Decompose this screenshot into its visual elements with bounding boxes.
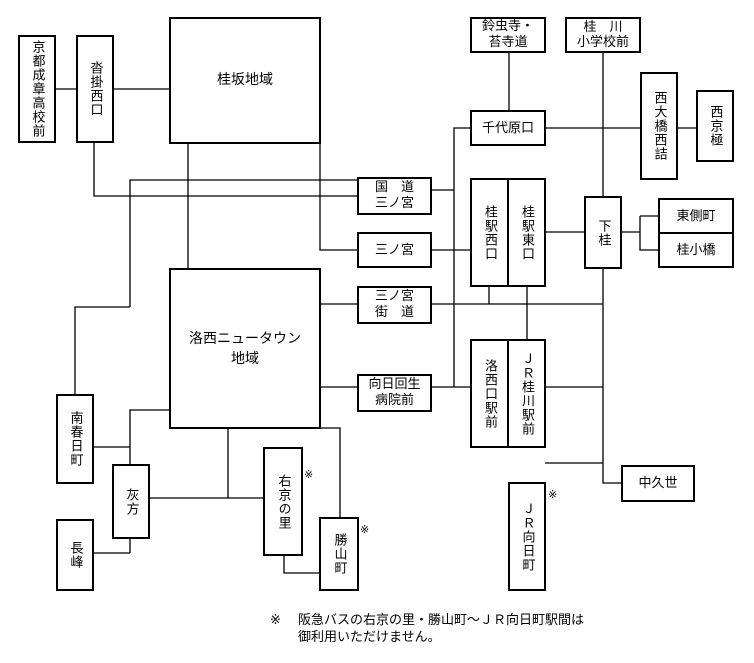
stop-shozan: 勝山町 [319,517,359,591]
stop-higashigawacho: 東側町 [658,198,734,234]
footnote-line-2: 御利用いただけません。 [298,630,441,645]
stop-katsura-east: 桂駅東口 [507,178,546,287]
stop-nishiohashi: 西大橋西詰 [640,72,678,180]
label-line-2: 三ノ宮 [374,196,414,211]
stop-nagamine: 長峰 [56,519,94,591]
stop-katsurakobashi: 桂小橋 [658,232,734,268]
stop-mukomachi-hospital: 向日回生 病院前 [357,374,432,412]
label-line-2: 小学校前 [576,35,629,50]
label-line-2: 街 道 [374,305,414,320]
stop-sannomiya: 三ノ宮 [357,232,432,268]
area-katsurazaka: 桂坂地域 [169,17,321,144]
stop-nakakuze: 中久世 [621,465,695,502]
stop-rakusaiguchi: 洛西口駅前 [470,339,509,448]
label-line-2: 病院前 [374,393,414,408]
stop-shimokatsura: 下桂 [584,196,622,269]
asterisk-mark-jr-mukomachi: ※ [548,488,558,501]
stop-ukyonosato: 右京の里 [263,447,303,556]
label-line-1: 向日回生 [368,377,421,392]
area-rakusai-newtown: 洛西ニュータウン 地域 [169,268,321,429]
stop-suzumushi-label: 鈴虫寺・苔寺道 [481,19,534,50]
stop-suzumushi: 鈴虫寺・苔寺道 [470,17,546,53]
stop-nishikyogoku: 西京極 [696,90,734,162]
label-line-1: 三ノ宮 [374,289,414,304]
stop-sannomiya-kaido: 三ノ宮 街 道 [357,286,432,324]
asterisk-mark-shozan: ※ [360,523,370,536]
footnote-line-1: 阪急バスの右京の里・勝山町～ＪＲ向日町駅間は [298,613,585,628]
label-line-1: 洛西ニュータウン [189,330,301,347]
stop-kokudo-sannomiya: 国 道 三ノ宮 [357,177,432,215]
stop-kyoto-seisho: 京都成章高校前 [18,35,56,143]
stop-kutsukake-nishiguchi: 沓掛西口 [76,35,114,143]
footnote-symbol: ※ [270,613,281,628]
stop-katsura-west: 桂駅西口 [470,178,509,287]
label-line-1: 桂 川 [583,20,623,35]
stop-jr-katsuragawa: ＪＲ桂川駅前 [507,339,546,448]
footnote: ※ 阪急バスの右京の里・勝山町～ＪＲ向日町駅間は 御利用いただけません。 [270,612,584,646]
asterisk-mark-ukyonosato: ※ [304,468,314,481]
stop-haikata: 灰方 [112,464,150,539]
stop-katsuragawa-school: 桂 川 小学校前 [565,17,641,53]
label-line-1: 国 道 [374,180,414,195]
label-line-2: 地域 [231,350,259,367]
stop-minamikasuga: 南春日町 [56,394,94,484]
stop-sendaibaraguchi: 千代原口 [470,110,546,146]
stop-jr-mukomachi: ＪＲ向日町 [508,482,546,591]
